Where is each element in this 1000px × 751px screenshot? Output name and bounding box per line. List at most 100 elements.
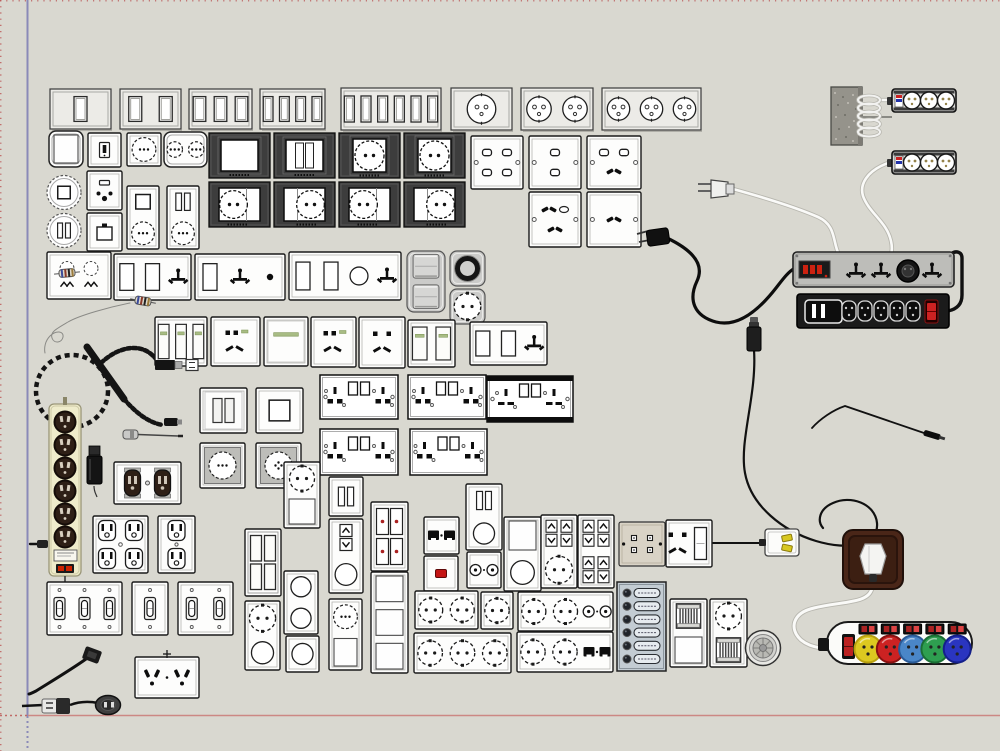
socket-pins-top-bottom[interactable] (528, 191, 582, 248)
resistor-2[interactable] (54, 268, 81, 278)
socket-plate-fr-1[interactable] (450, 87, 513, 132)
column-plate-button-socket[interactable] (126, 185, 160, 250)
power-strip-black[interactable] (796, 293, 950, 329)
duplex-circle-socket-plate[interactable] (46, 251, 112, 300)
wide-plate-2rk-uni[interactable] (113, 253, 192, 301)
multi-hole-socket-4[interactable] (470, 135, 524, 190)
socket-holes-pins[interactable] (586, 135, 642, 190)
dark-plate-schuko-1[interactable] (338, 132, 401, 179)
dark-plate-schuko-left[interactable] (208, 181, 271, 228)
screwdriver[interactable] (122, 429, 183, 440)
switch-plate-3g[interactable] (188, 88, 253, 131)
schuko-frame-3[interactable] (413, 632, 512, 674)
column-2-circle[interactable] (283, 570, 319, 635)
switch-plate-6g[interactable] (340, 87, 442, 132)
cn-socket-plate[interactable] (358, 316, 406, 369)
column-3-pane[interactable] (370, 571, 409, 674)
column-rocker-circle[interactable] (465, 483, 503, 551)
wide-plate-2rk-uni-2[interactable] (469, 321, 548, 366)
red-dot-rocker-plate[interactable] (370, 501, 409, 572)
usb-outlet-plate[interactable] (87, 132, 122, 168)
round-socket-plate[interactable] (126, 132, 162, 167)
schuko-frame-1[interactable] (480, 591, 514, 630)
cn-socket-green-plate[interactable] (210, 316, 261, 367)
hook-cable[interactable] (946, 250, 964, 313)
cn-socket-rocker-plate[interactable] (665, 519, 713, 568)
wide-plate-rk-uni-dot[interactable] (194, 253, 286, 301)
green-switch-plate-3g[interactable] (154, 316, 208, 367)
dark-plate-blank[interactable] (208, 132, 271, 179)
usb-coupler[interactable] (185, 358, 199, 372)
rj45-double-plate[interactable] (423, 516, 460, 555)
sa-socket-plate[interactable] (86, 170, 123, 211)
resistor-1[interactable] (130, 295, 157, 307)
black-euro-plug[interactable] (636, 227, 671, 247)
column-blank-circle[interactable] (503, 516, 542, 592)
pane-plate-4[interactable] (244, 528, 282, 597)
ring-coil-cable-1[interactable] (98, 345, 162, 369)
round-plate-button[interactable] (46, 174, 82, 211)
schuko-frame-2-rj45[interactable] (516, 631, 614, 673)
white-plug[interactable] (698, 179, 735, 199)
pigtail-cable[interactable] (742, 348, 879, 547)
us-outlet-plate-4[interactable] (92, 515, 149, 574)
travel-adapter[interactable] (759, 528, 800, 557)
brown-outlet-with-plug[interactable] (842, 529, 904, 590)
probe-pen[interactable] (923, 430, 946, 441)
green-switch-plate-2g[interactable] (407, 319, 456, 368)
thai-duplex-outlet[interactable] (134, 650, 200, 699)
uk-double-socket-2[interactable] (407, 374, 487, 420)
square-socket-plate[interactable] (86, 212, 123, 252)
power-strip-3-socket-2[interactable] (887, 150, 957, 175)
brown-duplex-outlet-plate[interactable] (113, 461, 182, 505)
column-shutter-schuko[interactable] (540, 514, 578, 589)
beige-pin-socket-plate[interactable] (618, 521, 666, 567)
usb-flash-drive[interactable] (86, 445, 103, 498)
square-button-plate[interactable] (255, 387, 304, 434)
iec-cable[interactable] (27, 657, 88, 696)
socket-plate-fr-2[interactable] (520, 87, 594, 132)
column-arrows-circle[interactable] (328, 518, 364, 594)
square-2-rocker-plate[interactable] (199, 387, 248, 434)
uk-double-socket-3[interactable] (319, 428, 399, 476)
ring-coil-cable-2[interactable] (121, 396, 166, 428)
red-led-plate[interactable] (423, 555, 459, 592)
dark-plate-schuko-right[interactable] (273, 181, 336, 228)
column-schuko-circle[interactable] (244, 600, 281, 671)
metal-2-rocker-plate[interactable] (406, 250, 446, 313)
single-circle-plate[interactable] (285, 635, 320, 673)
power-strip-tan[interactable] (37, 397, 82, 582)
column-socket-blank[interactable] (328, 598, 363, 671)
dark-plate-2-rocker[interactable] (273, 132, 336, 179)
column-schuko-blank[interactable] (283, 461, 321, 529)
socket-plate-fr-3[interactable] (601, 87, 702, 132)
us-outlet-plate-2[interactable] (157, 515, 196, 574)
switch-plate-2g[interactable] (119, 88, 182, 131)
brown-outlet-cable[interactable] (791, 585, 875, 651)
double-round-socket-plate[interactable] (163, 131, 208, 168)
switch-plate-4g[interactable] (259, 88, 326, 131)
metal-dimmer-knob-plate[interactable] (449, 250, 486, 287)
metal-schuko-plate[interactable] (449, 288, 486, 325)
black-plug-cord[interactable] (665, 236, 797, 325)
resistor-wire[interactable] (44, 302, 131, 354)
uk-double-socket-1[interactable] (319, 374, 399, 420)
column-plate-rocker-socket[interactable] (166, 185, 200, 250)
column-schuko-roller[interactable] (709, 598, 748, 668)
probe-cable[interactable] (811, 405, 925, 434)
schuko-frame-2[interactable] (414, 590, 479, 630)
multi-hole-socket-2[interactable] (528, 135, 582, 190)
color-power-strip[interactable] (818, 621, 973, 665)
coax-plate[interactable] (466, 551, 502, 589)
intercom-panel[interactable] (616, 581, 667, 672)
schuko-trim-plate[interactable] (199, 442, 246, 489)
blank-rounded-plate[interactable] (48, 130, 84, 168)
toggle-switch-plate-1g[interactable] (131, 581, 169, 636)
dark-plate-schuko-2[interactable] (403, 132, 466, 179)
power-strip-3-socket-1[interactable] (887, 88, 957, 113)
uk-double-socket-black-trim[interactable] (486, 375, 574, 423)
uk-double-socket-4[interactable] (409, 428, 488, 476)
green-switch-plate-1g[interactable] (263, 316, 309, 367)
